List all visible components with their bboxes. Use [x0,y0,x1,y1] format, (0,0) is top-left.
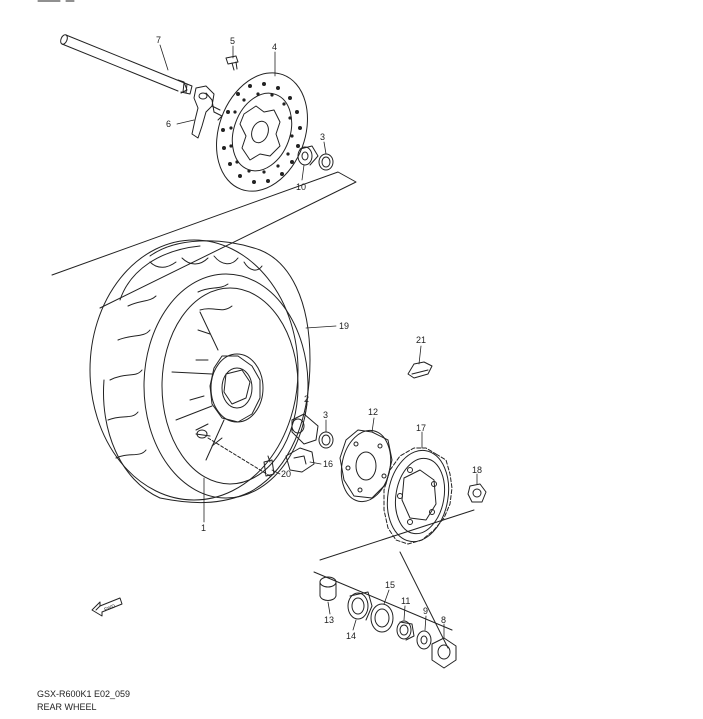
callout-8: 8 [441,615,447,625]
callout-15: 15 [385,580,396,590]
callout-3-top: 3 [320,132,326,142]
sprocket-nut [467,483,487,503]
callout-9: 9 [423,606,429,616]
fwd-label: FWD [104,603,117,613]
callout-14: 14 [346,631,357,641]
callout-4: 4 [272,42,278,52]
callout-3-hub: 3 [323,410,329,420]
callout-17: 17 [416,423,427,433]
oil-seal [370,603,394,633]
sprocket-side-spacer [319,576,337,601]
hub-spacer [291,413,319,445]
hub-bearing [318,431,334,449]
brake-disc [216,72,308,192]
leader-lines [159,44,478,639]
sprocket-side-bearing [347,591,373,621]
axle-washer [416,630,432,650]
callout-20: 20 [281,469,292,479]
diagram-title: REAR WHEEL [37,702,97,712]
callout-13: 13 [324,615,335,625]
callout-12: 12 [368,407,379,417]
drive-damper [285,447,315,473]
rear-sprocket [383,447,453,545]
callout-16: 16 [323,459,334,469]
disc-bolt [225,55,239,71]
outer-spacer [396,620,415,641]
callout-19: 19 [339,321,350,331]
callout-18: 18 [472,465,483,475]
assembly-line-lower-2 [319,509,475,561]
fwd-arrow-icon [91,597,123,617]
diagram-code: GSX-R600K1 E02_059 [37,689,131,699]
sprocket-clip [407,361,433,379]
callout-11: 11 [401,596,411,606]
callout-7: 7 [156,35,162,45]
callout-1: 1 [201,523,207,533]
callout-5: 5 [230,36,236,46]
assembly-line-lower-3 [399,551,449,649]
axle-nut [431,637,457,669]
callout-21: 21 [416,335,427,345]
chain-adjuster [191,85,223,139]
assembly-line-top [51,171,357,309]
disc-side-bearing [318,153,334,171]
callout-10: 10 [296,182,307,192]
disc-side-spacer [297,145,319,166]
callout-2: 2 [304,394,310,404]
callout-6: 6 [166,119,172,129]
assembly-line-lower-1 [313,571,453,631]
rear-wheel [89,239,311,504]
air-valve [263,455,275,477]
axle [60,34,193,95]
valve-leader [207,437,271,477]
